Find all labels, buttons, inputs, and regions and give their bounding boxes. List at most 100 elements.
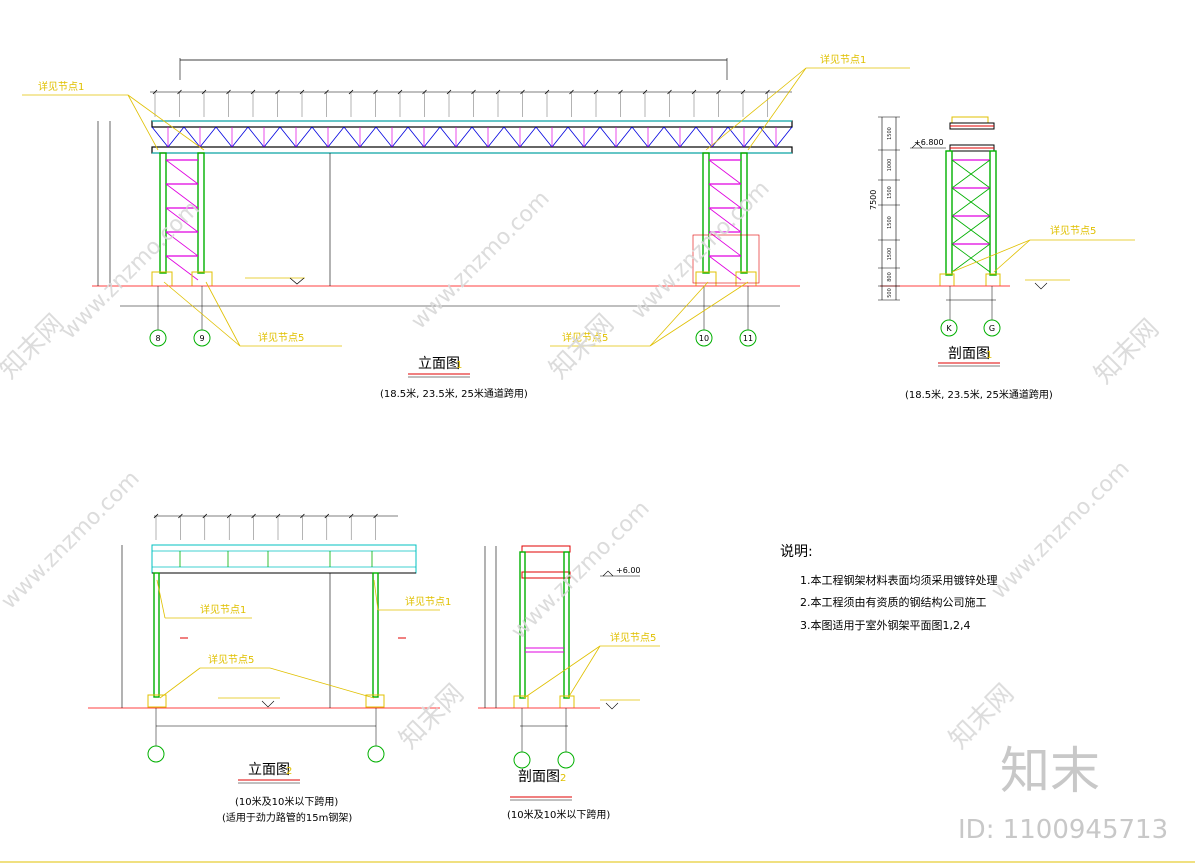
truss-diagonal [583, 126, 601, 148]
axis-bubble-g: G [983, 319, 1001, 337]
brace-diagonal [951, 243, 991, 273]
brace-diagonal [708, 231, 742, 257]
brace-diagonal [165, 159, 199, 185]
svg-text:2: 2 [286, 766, 292, 777]
callout-node1-e2-right: 详见节点1 [405, 595, 451, 608]
truss-diagonal [455, 126, 473, 148]
truss-diagonal [743, 126, 761, 148]
truss-diagonal [711, 126, 729, 148]
truss-diagonal [167, 126, 185, 148]
axis-bubble-right [367, 745, 385, 763]
dim-label: 1500 [887, 186, 893, 199]
axis-bubble-8: 8 [149, 329, 167, 347]
truss-diagonal [215, 126, 233, 148]
svg-text:知末网: 知末网 [1089, 314, 1165, 390]
svg-text:www.znzmo.com: www.znzmo.com [407, 186, 555, 334]
view-sub-elev2: (10米及10米以下跨用) [235, 795, 338, 808]
truss-diagonal [599, 126, 617, 148]
svg-text:知末网: 知末网 [544, 309, 620, 385]
view-title-sect1: 剖面图 [948, 346, 990, 362]
truss-diagonal [647, 126, 665, 148]
truss-diagonal [311, 126, 329, 148]
dim-label: 800 [887, 272, 893, 282]
svg-text:知末网: 知末网 [0, 309, 70, 385]
svg-text:9: 9 [199, 334, 204, 343]
view-title-elev2: 立面图 [248, 762, 290, 778]
dim-label: 1000 [887, 159, 893, 172]
drawing-id: ID: 1100945713 [958, 815, 1168, 845]
svg-text:www.znzmo.com: www.znzmo.com [987, 456, 1135, 604]
truss-diagonal [535, 126, 553, 148]
truss-diagonal [615, 126, 633, 148]
svg-text:1: 1 [456, 360, 462, 371]
truss-diagonal [551, 126, 569, 148]
truss-diagonal [199, 126, 217, 148]
column-bracing-right [708, 159, 742, 281]
dim-label: 1500 [887, 216, 893, 229]
section-1: 1500 1000 1500 1500 1500 800 500 7500 K G +6.8… [869, 116, 1135, 401]
callout-node5-e2: 详见节点5 [208, 653, 254, 666]
axis-bubble-s2-right [557, 751, 575, 769]
axis-bubble-s2-left [513, 751, 531, 769]
dim-label: 500 [887, 288, 893, 298]
section-dimensions: 1500 1000 1500 1500 1500 800 500 [878, 116, 900, 301]
brace-diagonal [165, 183, 199, 209]
axis-bubble-left [147, 745, 165, 763]
truss-diagonal [695, 126, 713, 148]
truss-diagonal [327, 126, 345, 148]
truss-diagonal [391, 126, 409, 148]
truss-web [151, 126, 793, 148]
callout-node1-left: 详见节点1 [38, 80, 84, 93]
notes-heading: 说明: [780, 544, 813, 560]
svg-text:10: 10 [699, 334, 709, 343]
brace-diagonal [165, 231, 199, 257]
elevation-2: 详见节点1 详见节点1 详见节点5 立面图 2 (10米及10米以下跨用) (适… [88, 513, 451, 824]
dim-label: 1500 [887, 248, 893, 261]
svg-text:2: 2 [560, 773, 566, 784]
view-sub-sect2: (10米及10米以下跨用) [507, 808, 610, 821]
axis-bubble-k: K [940, 319, 958, 337]
truss-diagonal [183, 126, 201, 148]
truss-diagonal [295, 126, 313, 148]
truss-diagonal [759, 126, 777, 148]
callout-node5-sect1: 详见节点5 [1050, 224, 1096, 237]
truss-diagonal [439, 126, 457, 148]
elevation-1: 8 9 10 11 详见节点1 详见节点1 详见节点5 详见 [22, 53, 910, 400]
truss-diagonal [263, 126, 281, 148]
panel-verticals [179, 551, 373, 567]
axis-bubble-11: 11 [739, 329, 757, 347]
brace-diagonal [708, 183, 742, 209]
level-sect1: +6.800 [914, 138, 944, 147]
truss-diagonal [231, 126, 249, 148]
view-sub2-elev2: (适用于劲力路管的15m钢架) [222, 811, 352, 824]
section-bracing [951, 159, 991, 273]
brace-diagonal [951, 215, 991, 245]
svg-text:11: 11 [743, 334, 753, 343]
callout-node5-left: 详见节点5 [258, 331, 304, 344]
svg-text:G: G [989, 324, 995, 333]
svg-text:www.znzmo.com: www.znzmo.com [0, 466, 145, 614]
truss-diagonal [375, 126, 393, 148]
truss-diagonal [567, 126, 585, 148]
level-sect2: +6.00 [616, 566, 641, 575]
svg-text:7500: 7500 [869, 190, 878, 210]
brace-diagonal [951, 187, 991, 217]
axis-bubble-9: 9 [193, 329, 211, 347]
svg-text:www.znzmo.com: www.znzmo.com [57, 196, 205, 344]
callout-node5-s2: 详见节点5 [610, 631, 656, 644]
view-sub-sect1: (18.5米, 23.5米, 25米通道跨用) [905, 388, 1053, 401]
column-bracing-left [165, 159, 199, 281]
truss-diagonal [487, 126, 505, 148]
section-2: +6.00 详见节点5 剖面图 2 (10米及10米以下跨用) [478, 545, 660, 821]
dim-label: 1500 [887, 127, 893, 140]
note-item-1: 1.本工程钢架材料表面均须采用镀锌处理 [800, 573, 998, 587]
truss-diagonal [423, 126, 441, 148]
view-sub-elev1: (18.5米, 23.5米, 25米通道跨用) [380, 387, 528, 400]
dimension-ticks [152, 58, 770, 117]
truss-diagonal [279, 126, 297, 148]
truss-diagonal [727, 126, 745, 148]
truss-diagonal [407, 126, 425, 148]
callout-node1-e2-left: 详见节点1 [200, 603, 246, 616]
view-title-sect2: 剖面图 [518, 769, 560, 785]
note-item-2: 2.本工程须由有资质的钢结构公司施工 [800, 595, 987, 609]
